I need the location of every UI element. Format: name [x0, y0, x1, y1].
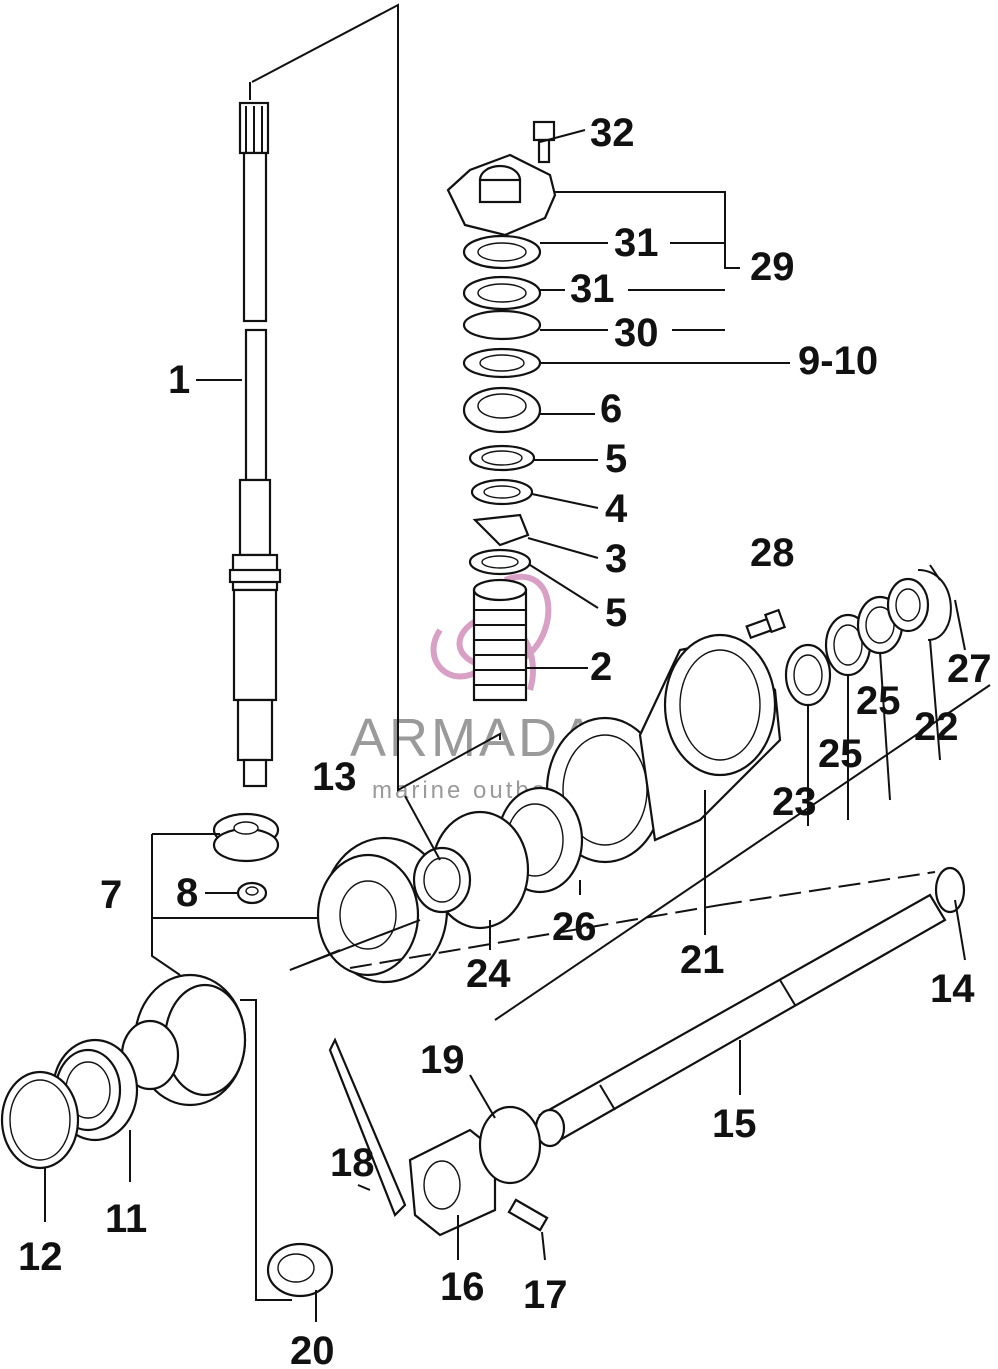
callout-6: 6: [600, 387, 622, 431]
callout-11: 11: [105, 1197, 147, 1241]
callout-30: 30: [614, 311, 659, 355]
callout-18: 18: [330, 1141, 375, 1185]
callout-17: 17: [523, 1273, 568, 1317]
callout-19: 19: [420, 1038, 465, 1082]
part-23-bearing: [784, 643, 832, 707]
part-32-bolt: [532, 120, 556, 164]
callout-27: 27: [947, 647, 992, 691]
callout-2: 2: [590, 645, 612, 689]
callout-5-lower: 5: [605, 591, 627, 635]
part-13-shim: [412, 846, 472, 914]
callout-20: 20: [290, 1329, 335, 1369]
part-27-circlip: [917, 564, 952, 641]
callout-7: 7: [100, 873, 122, 917]
leaders-right: [494, 599, 991, 1021]
part-1-driveshaft: [228, 101, 282, 788]
leaders-7-8: [151, 833, 330, 976]
callout-28: 28: [750, 531, 795, 575]
part-14-washer: [934, 866, 966, 914]
part-28-bolt: [745, 608, 787, 640]
part-17-pin: [507, 1198, 549, 1232]
callout-labels: 1 2 3 4 5 5 6 7 8 9-10 11 12 13 14 15 16…: [18, 111, 992, 1369]
callout-8: 8: [176, 871, 198, 915]
leader-lines: [44, 129, 966, 1322]
callout-3: 3: [605, 537, 627, 581]
callout-16: 16: [440, 1265, 485, 1309]
part-31-bearing-upper: [462, 234, 542, 270]
part-29-bearing-housing: [446, 153, 557, 237]
part-4-washer: [470, 478, 534, 506]
part-5-washer-upper: [468, 444, 536, 472]
callout-14: 14: [930, 967, 975, 1011]
part-12-race: [0, 1070, 80, 1170]
callout-31-upper: 31: [614, 221, 659, 265]
callout-5-upper: 5: [605, 437, 627, 481]
part-22-washer: [886, 577, 930, 633]
callout-23: 23: [772, 780, 817, 824]
part-9-10-shim: [462, 347, 542, 379]
callout-26: 26: [552, 905, 597, 949]
callout-22: 22: [914, 705, 959, 749]
part-2-spring-sleeve: [472, 578, 528, 702]
callout-24: 24: [466, 952, 511, 996]
part-21-bearing-carrier: [545, 633, 782, 864]
callout-29: 29: [750, 245, 795, 289]
part-5-washer-lower: [468, 548, 532, 576]
part-20-bushing: [266, 1242, 334, 1298]
part-3-key: [472, 513, 530, 547]
part-6-bearing: [462, 386, 542, 434]
leader-frame: [196, 3, 501, 792]
callout-13: 13: [312, 755, 357, 799]
part-15-propeller-shaft: [534, 893, 947, 1148]
part-8-nut: [236, 881, 268, 905]
callout-25-a: 25: [818, 732, 863, 776]
part-7-pinion-gear: [212, 812, 280, 863]
watermark-logo: ARMADA marine outboards: [350, 574, 604, 804]
callout-32: 32: [590, 111, 635, 155]
callout-4: 4: [605, 487, 628, 531]
callout-21: 21: [680, 938, 725, 982]
part-19-ring: [478, 1105, 542, 1185]
part-30-o-ring: [462, 309, 542, 341]
part-gear-reverse: [120, 973, 247, 1107]
callout-9-10: 9-10: [798, 339, 878, 383]
callout-15: 15: [712, 1102, 757, 1146]
part-18-pin: [328, 1037, 407, 1217]
callout-25-b: 25: [856, 679, 901, 723]
callout-1: 1: [168, 358, 190, 402]
part-31-bearing-lower: [462, 275, 542, 311]
part-16-clutch: [408, 1128, 497, 1237]
callout-31-lower: 31: [570, 267, 615, 311]
leader-frame-lower: [240, 999, 292, 1301]
leader-14-line: [349, 871, 936, 969]
callout-12: 12: [18, 1235, 63, 1279]
